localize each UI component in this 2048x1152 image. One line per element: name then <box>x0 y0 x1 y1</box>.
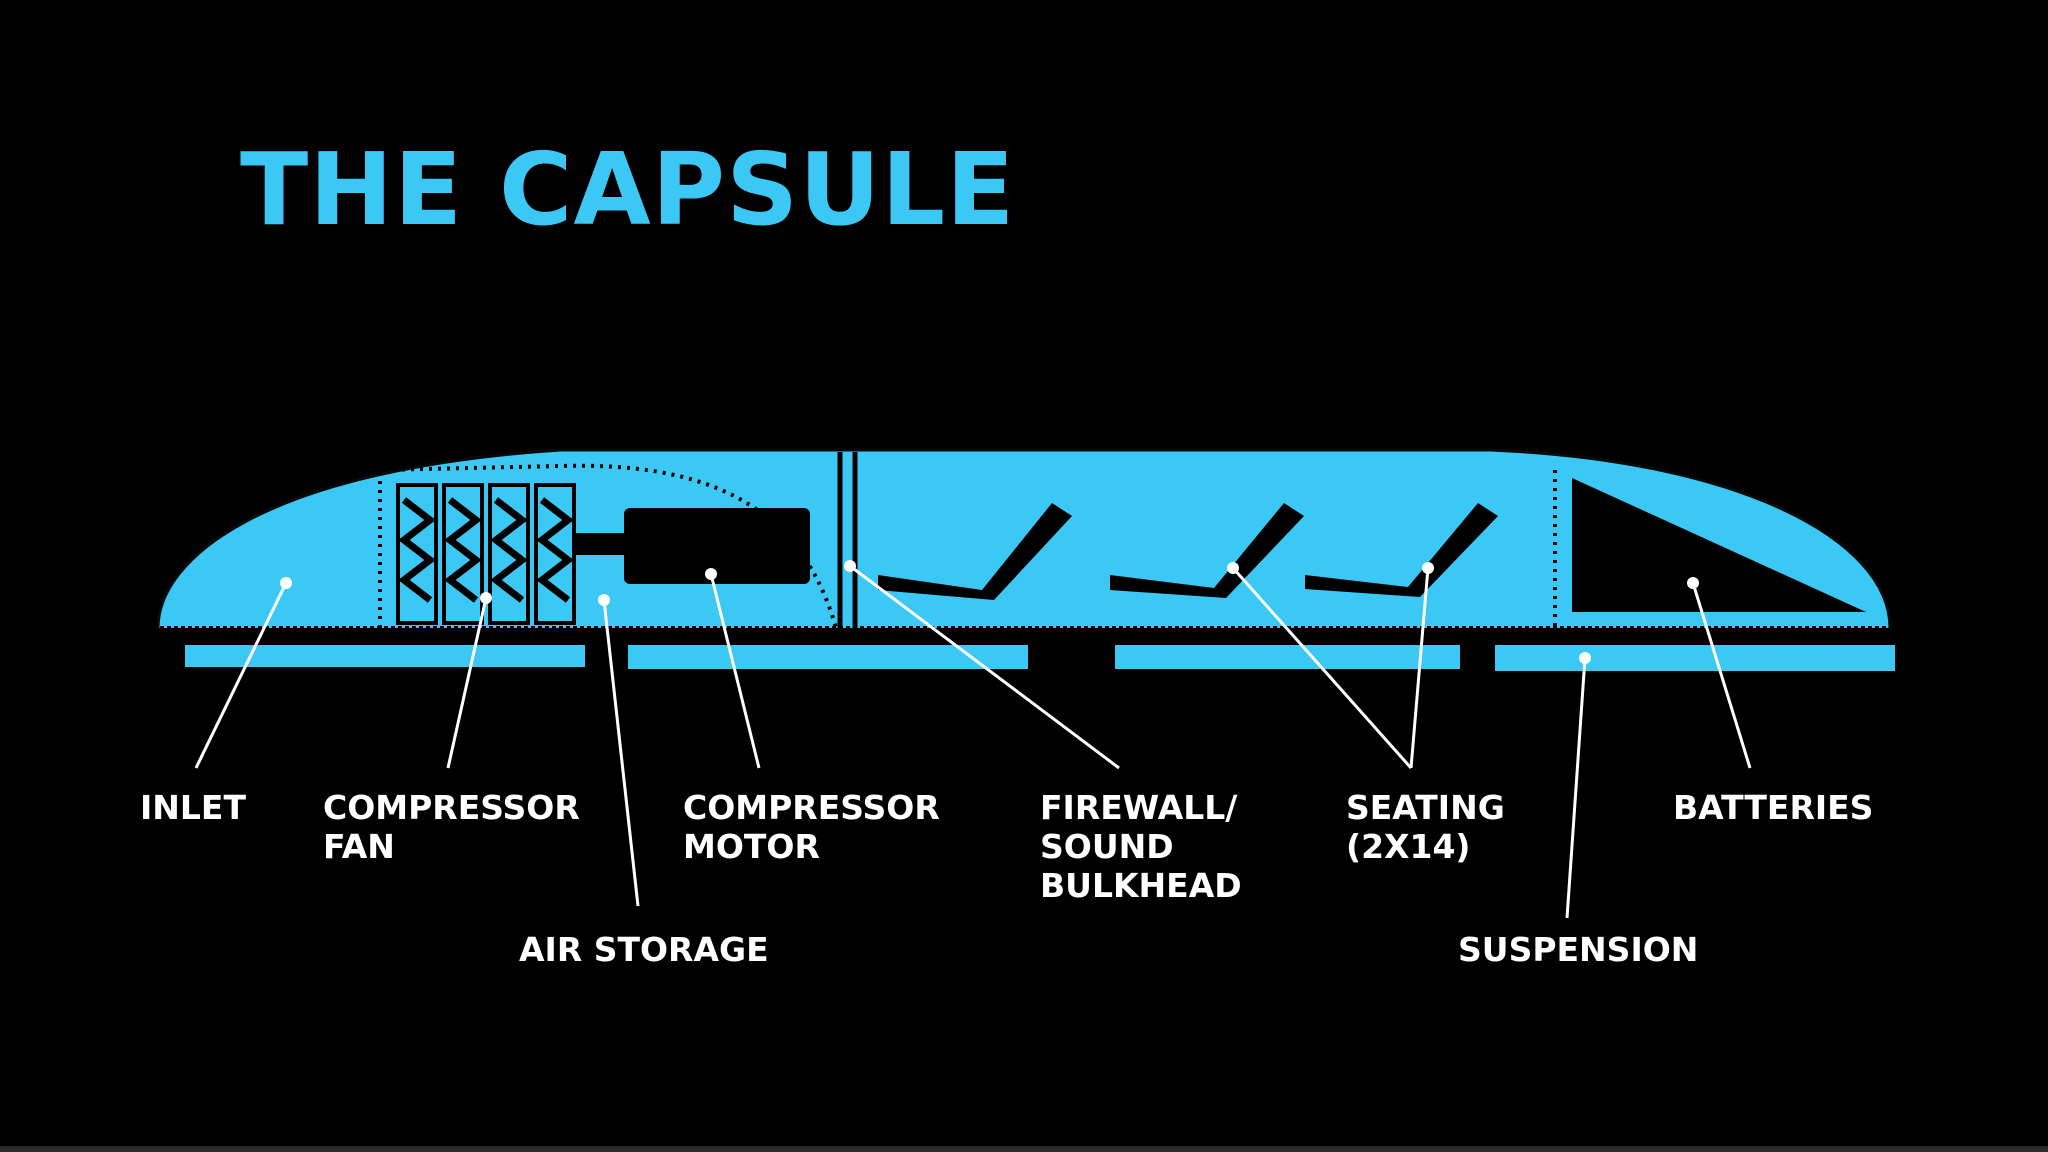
label-compressor-motor-line-1: COMPRESSOR <box>683 788 940 827</box>
compressor-motor-block <box>624 508 810 584</box>
leader-lines <box>194 564 1752 919</box>
label-compressor-fan-line-1: COMPRESSOR <box>323 788 580 827</box>
leader-inlet <box>194 582 288 769</box>
label-air-storage: AIR STORAGE <box>519 930 769 969</box>
leader-compressor-fan <box>446 597 488 769</box>
suspension-skids <box>185 640 1895 671</box>
bottom-strip <box>0 1146 2048 1152</box>
leader-firewall <box>849 564 1120 770</box>
seat-2 <box>1110 503 1304 598</box>
label-suspension: SUSPENSION <box>1458 930 1698 969</box>
skid-1 <box>185 645 585 667</box>
compressor-shaft <box>576 533 626 555</box>
batteries-triangle <box>1572 478 1866 612</box>
seat-1 <box>878 503 1072 600</box>
leader-compressor-motor <box>709 573 761 769</box>
leader-batteries <box>1691 582 1752 769</box>
skid-3 <box>1115 645 1460 669</box>
leader-air-storage <box>602 599 640 907</box>
seat-3 <box>1305 503 1498 597</box>
leader-seating-2 <box>1409 567 1430 769</box>
label-compressor-motor: COMPRESSOR MOTOR <box>683 788 940 866</box>
label-seating-line-1: SEATING <box>1346 788 1505 827</box>
compressor-fan-blades <box>398 497 574 603</box>
label-firewall: FIREWALL/ SOUND BULKHEAD <box>1040 788 1242 905</box>
label-air-storage-line-1: AIR STORAGE <box>519 930 769 969</box>
label-seating: SEATING (2X14) <box>1346 788 1505 866</box>
label-inlet-line-1: INLET <box>140 788 246 827</box>
slide-title: THE CAPSULE <box>240 131 1016 248</box>
label-compressor-fan: COMPRESSOR FAN <box>323 788 580 866</box>
air-storage-dotted-outline <box>378 463 838 629</box>
label-suspension-line-1: SUSPENSION <box>1458 930 1699 969</box>
label-seating-line-2: (2X14) <box>1346 827 1471 866</box>
skid-4 <box>1495 645 1895 671</box>
label-batteries-line-1: BATTERIES <box>1673 788 1874 827</box>
skid-2 <box>628 645 1028 669</box>
label-compressor-fan-line-2: FAN <box>323 827 395 866</box>
label-firewall-line-1: FIREWALL/ <box>1040 788 1238 827</box>
leader-dots <box>280 560 1699 664</box>
leader-seating-1 <box>1231 567 1413 769</box>
label-batteries: BATTERIES <box>1673 788 1873 827</box>
firewall-bulkhead <box>837 452 858 628</box>
label-firewall-line-2: SOUND <box>1040 827 1174 866</box>
capsule-hull-outline <box>156 448 1892 629</box>
leader-suspension <box>1565 657 1587 919</box>
label-firewall-line-3: BULKHEAD <box>1040 866 1242 905</box>
seats <box>878 503 1498 600</box>
label-inlet: INLET <box>140 788 246 827</box>
label-compressor-motor-line-2: MOTOR <box>683 827 820 866</box>
